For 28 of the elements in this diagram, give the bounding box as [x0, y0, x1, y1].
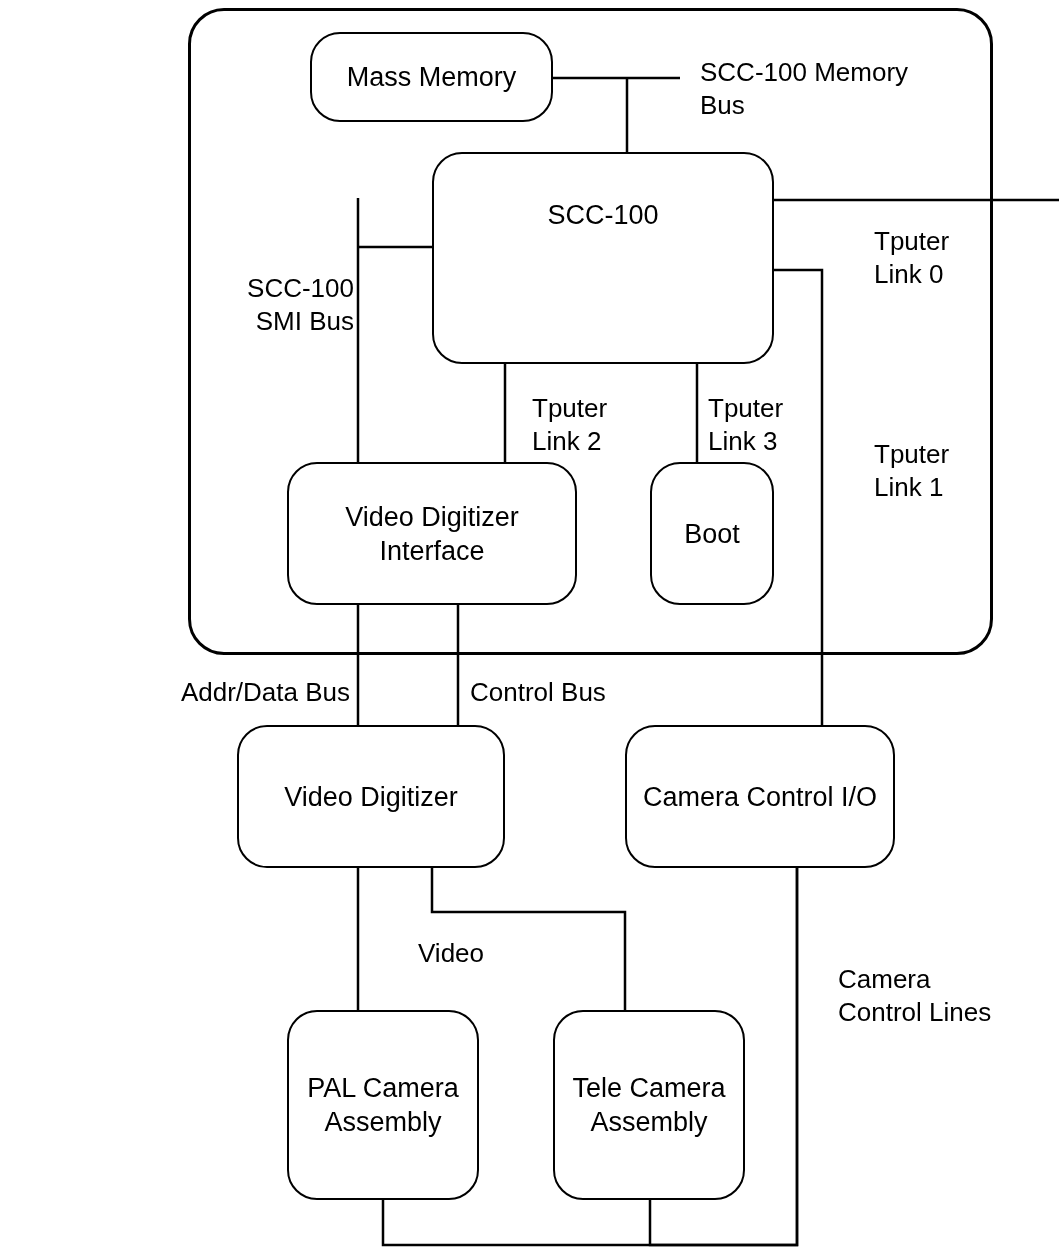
connector-line — [356, 196, 434, 464]
process-box — [432, 152, 774, 364]
connector-line — [551, 76, 682, 154]
enclosure-box — [188, 8, 993, 655]
box-label: Boot — [684, 517, 740, 551]
connector-line — [774, 198, 1059, 202]
box-label: Camera Control I/O — [642, 780, 878, 814]
connector-line — [356, 605, 360, 725]
process-box — [650, 462, 774, 605]
process-box — [625, 725, 895, 868]
connector-line — [430, 868, 627, 1010]
box-label: Video Digitizer — [284, 780, 458, 814]
box-label: Video Digitizer Interface — [344, 500, 520, 568]
connector-line — [648, 868, 799, 1247]
connector-line — [456, 605, 460, 725]
connector-line — [695, 364, 699, 462]
box-label: SCC-100 — [547, 199, 659, 232]
box-label: PAL Camera Assembly — [306, 1072, 460, 1139]
connector-line — [774, 268, 824, 725]
connector-line — [356, 868, 360, 1010]
box-label: Tele Camera Assembly — [571, 1072, 727, 1139]
box-label: Mass Memory — [346, 61, 517, 94]
process-box — [237, 725, 505, 868]
process-box — [287, 1010, 479, 1200]
connector-line — [503, 364, 507, 462]
process-box — [310, 32, 553, 122]
process-box — [287, 462, 577, 605]
process-box — [553, 1010, 745, 1200]
